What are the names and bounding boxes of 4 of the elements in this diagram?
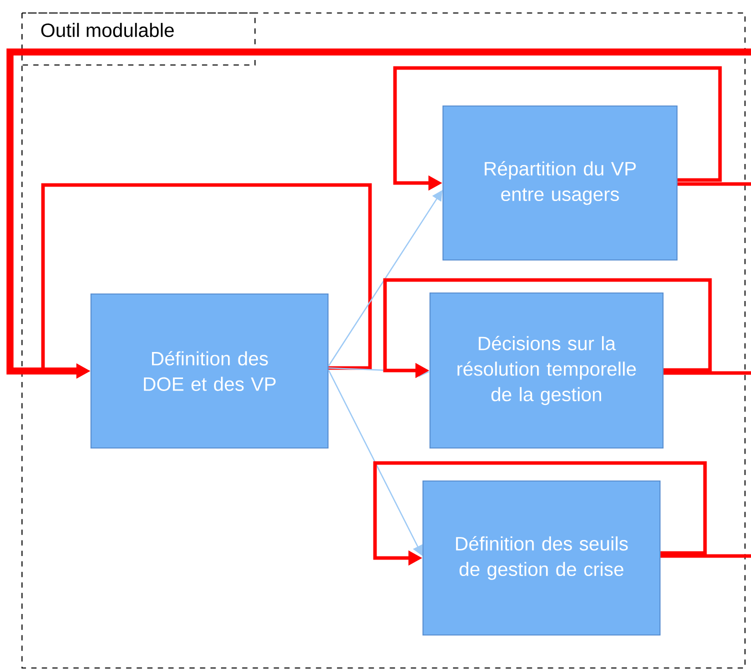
process-box: Répartition du VP entre usagers (442, 105, 678, 261)
process-box: Définition des DOE et des VP (90, 293, 329, 449)
process-box: Décisions sur la résolution temporelle de la gestion (429, 292, 664, 449)
process-box: Définition des seuils de gestion de crise (422, 480, 661, 636)
